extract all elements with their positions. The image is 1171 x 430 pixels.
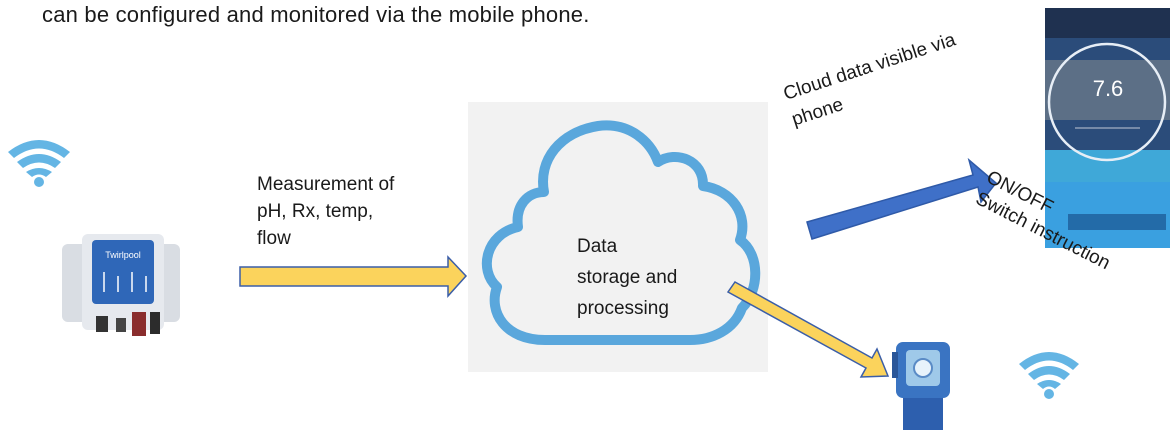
phone-value-text: 7.6 <box>1093 76 1124 101</box>
cloud-label-line: processing <box>577 298 669 319</box>
cloud-background <box>468 102 768 372</box>
wifi-icon-left <box>8 140 70 187</box>
cloud-label-line: storage and <box>577 267 678 288</box>
measurement-arrow <box>239 255 468 298</box>
cloud-label: Data storage and processing <box>577 231 677 324</box>
measurement-label-line: Measurement of <box>257 174 395 195</box>
phone-app-screenshot: 7.6 <box>1045 8 1170 248</box>
cloud-icon <box>481 120 761 345</box>
measurement-label: Measurement of pH, Rx, temp, flow <box>257 171 394 252</box>
sensor-controller-device: Twirlpool <box>62 234 180 336</box>
intro-text: can be configured and monitored via the … <box>42 2 590 27</box>
measurement-label-line: pH, Rx, temp, <box>257 201 374 222</box>
phone-arrow <box>806 157 998 240</box>
wifi-icon-right <box>1019 352 1079 399</box>
cloud-label-line: Data <box>577 236 618 257</box>
measurement-label-line: flow <box>257 228 291 249</box>
device-brand-text: Twirlpool <box>105 250 141 260</box>
dosing-pump <box>892 342 950 430</box>
switch-arrow <box>726 281 890 378</box>
